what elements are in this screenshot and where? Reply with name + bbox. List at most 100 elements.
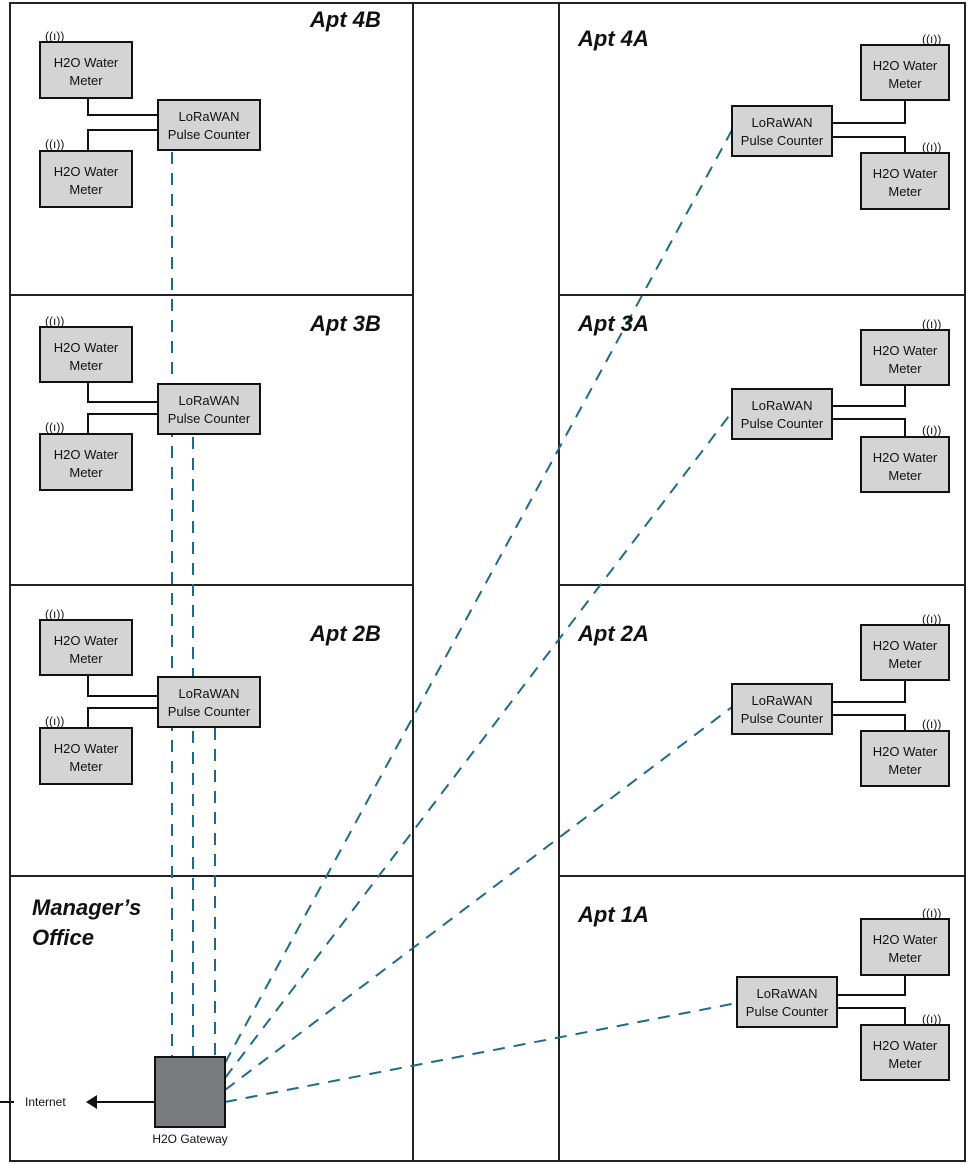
wire	[832, 418, 906, 440]
wire	[837, 1007, 906, 1030]
water-meter	[39, 727, 133, 785]
meter-label-line2: Meter	[69, 73, 103, 88]
label-manager-office-1: Manager’s	[32, 895, 141, 920]
link-apt-1a	[224, 1002, 738, 1103]
pulse-counter	[157, 676, 261, 728]
meter-label-line1: H2O Water	[873, 58, 938, 73]
counter-label-line2: Pulse Counter	[746, 1004, 829, 1019]
meter-label-line2: Meter	[888, 1056, 922, 1071]
meter-label-line1: H2O Water	[873, 343, 938, 358]
counter-label-line1: LoRaWAN	[179, 393, 240, 408]
link-apt-4a	[224, 129, 733, 1064]
pulse-counter	[731, 683, 833, 735]
antenna-icon: ((ı))	[922, 612, 941, 626]
internet-label: Internet	[25, 1095, 66, 1109]
meter-label-line1: H2O Water	[873, 1038, 938, 1053]
counter-label-line1: LoRaWAN	[179, 109, 240, 124]
building-outline	[9, 2, 966, 1162]
antenna-icon: ((ı))	[45, 714, 64, 728]
meter-label-line1: H2O Water	[54, 340, 119, 355]
antenna-icon: ((ı))	[45, 314, 64, 328]
wire	[87, 98, 158, 116]
label-apt-4a: Apt 4A	[577, 26, 649, 51]
arrow-left-icon	[86, 1095, 97, 1109]
counter-label-line1: LoRaWAN	[752, 115, 813, 130]
pulse-counter	[157, 383, 261, 435]
water-meter	[860, 152, 950, 210]
antenna-icon: ((ı))	[45, 137, 64, 151]
meter-label-line2: Meter	[69, 182, 103, 197]
antenna-icon: ((ı))	[922, 1012, 941, 1026]
link-apt-3a	[224, 411, 733, 1079]
meter-label-line1: H2O Water	[873, 744, 938, 759]
link-apt-2a	[224, 706, 733, 1091]
meter-label-line1: H2O Water	[54, 164, 119, 179]
meter-label-line1: H2O Water	[873, 932, 938, 947]
wire	[87, 129, 158, 153]
wire	[87, 707, 158, 731]
counter-label-line2: Pulse Counter	[741, 416, 824, 431]
meter-label-line2: Meter	[69, 759, 103, 774]
wire	[832, 714, 906, 735]
antenna-icon: ((ı))	[922, 317, 941, 331]
apt-3b-devices: ((ı)) H2O Water Meter ((ı)) H2O Water Me…	[39, 314, 261, 491]
counter-label-line2: Pulse Counter	[168, 411, 251, 426]
radio-links	[171, 129, 738, 1103]
meter-label-line2: Meter	[69, 465, 103, 480]
building-walls	[9, 2, 966, 1162]
water-meter	[39, 619, 133, 676]
antenna-icon: ((ı))	[45, 29, 64, 43]
gateway-box	[154, 1056, 226, 1128]
water-meter	[860, 918, 950, 976]
antenna-icon: ((ı))	[922, 717, 941, 731]
counter-label-line2: Pulse Counter	[168, 704, 251, 719]
counter-label-line1: LoRaWAN	[179, 686, 240, 701]
water-meter	[860, 44, 950, 101]
meter-label-line1: H2O Water	[54, 741, 119, 756]
apt-2b-devices: ((ı)) H2O Water Meter ((ı)) H2O Water Me…	[39, 607, 261, 785]
apt-2a-devices: ((ı)) H2O Water Meter ((ı)) H2O Water Me…	[731, 612, 950, 787]
pulse-counter	[736, 976, 838, 1028]
meter-label-line1: H2O Water	[873, 638, 938, 653]
water-meter	[39, 150, 133, 208]
wire	[832, 136, 906, 158]
wire	[832, 680, 906, 703]
label-apt-3b: Apt 3B	[309, 311, 381, 336]
apt-4b-devices: ((ı)) H2O Water Meter ((ı)) H2O Water Me…	[39, 29, 261, 208]
water-meter	[39, 326, 133, 383]
water-meter	[860, 624, 950, 681]
water-meter	[860, 436, 950, 493]
wire	[832, 385, 906, 407]
pulse-counter	[731, 388, 833, 440]
counter-label-line2: Pulse Counter	[741, 711, 824, 726]
counter-label-line1: LoRaWAN	[757, 986, 818, 1001]
antenna-icon: ((ı))	[45, 420, 64, 434]
meter-label-line2: Meter	[888, 184, 922, 199]
wire	[87, 675, 158, 697]
meter-label-line1: H2O Water	[54, 447, 119, 462]
water-meter	[39, 433, 133, 491]
room-labels: Apt 4B Apt 3B Apt 2B Manager’s Office Ap…	[32, 7, 649, 950]
water-meter	[39, 41, 133, 99]
meter-label-line2: Meter	[888, 656, 922, 671]
water-meter	[860, 329, 950, 386]
water-meter	[860, 1024, 950, 1081]
apt-1a-devices: ((ı)) H2O Water Meter ((ı)) H2O Water Me…	[736, 906, 950, 1081]
counter-label-line1: LoRaWAN	[752, 693, 813, 708]
wire	[837, 975, 906, 996]
gateway-group: H2O Gateway Internet	[0, 1056, 228, 1146]
gateway-label: H2O Gateway	[152, 1132, 227, 1146]
counter-label-line1: LoRaWAN	[752, 398, 813, 413]
apt-4a-devices: ((ı)) H2O Water Meter ((ı)) H2O Water Me…	[731, 32, 950, 210]
wire	[832, 100, 906, 124]
meter-label-line1: H2O Water	[873, 450, 938, 465]
meter-label-line2: Meter	[69, 651, 103, 666]
label-apt-1a: Apt 1A	[577, 902, 649, 927]
antenna-icon: ((ı))	[45, 607, 64, 621]
antenna-icon: ((ı))	[922, 906, 941, 920]
wire	[87, 413, 158, 436]
apt-3a-devices: ((ı)) H2O Water Meter ((ı)) H2O Water Me…	[731, 317, 950, 493]
label-manager-office-2: Office	[32, 925, 94, 950]
label-apt-2a: Apt 2A	[577, 621, 649, 646]
